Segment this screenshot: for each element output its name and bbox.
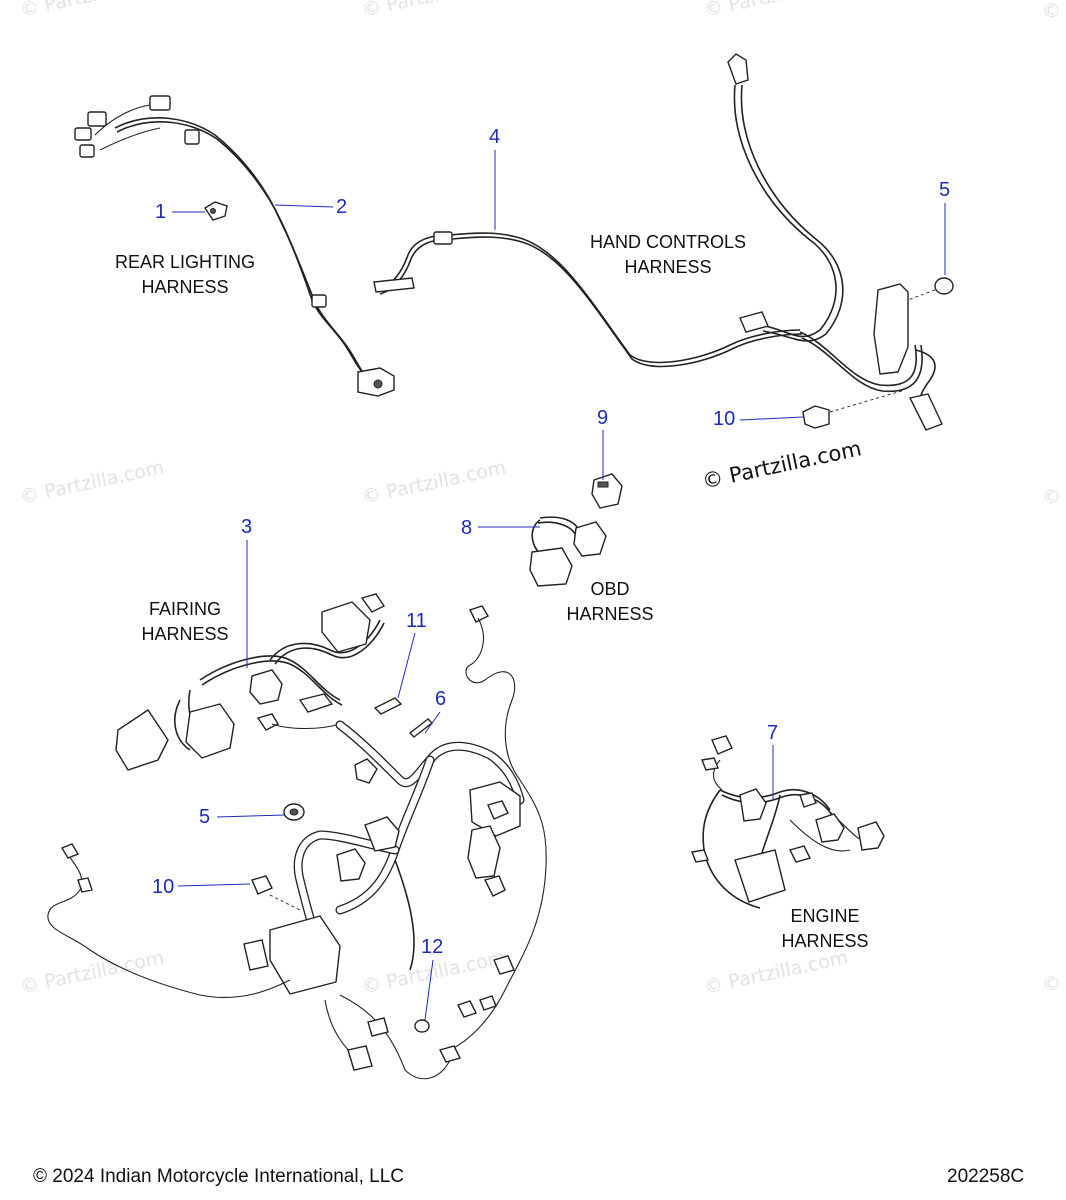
label-line: ENGINE: [790, 906, 860, 926]
label-line: HARNESS: [781, 931, 869, 951]
label-line: HARNESS: [624, 257, 712, 277]
callout-7[interactable]: 7: [767, 722, 779, 744]
label-line: REAR LIGHTING: [114, 252, 256, 272]
callout-8[interactable]: 8: [461, 517, 473, 539]
label-line: HARNESS: [566, 604, 654, 624]
label-engine-harness: ENGINE HARNESS: [770, 904, 880, 954]
label-hand-controls-harness: HAND CONTROLS HARNESS: [578, 230, 758, 280]
watermark-symbol: ©: [1042, 0, 1061, 22]
callout-12[interactable]: 12: [421, 936, 444, 958]
callout-1[interactable]: 1: [155, 201, 167, 223]
label-line: HAND CONTROLS: [589, 232, 746, 252]
label-obd-harness: OBD HARNESS: [550, 577, 670, 627]
callout-5-hand-controls[interactable]: 5: [939, 179, 951, 201]
callout-11[interactable]: 11: [406, 610, 427, 632]
footer-copyright: © 2024 Indian Motorcycle International, …: [33, 1166, 404, 1187]
watermark-symbol: ©: [1042, 973, 1061, 995]
rear-lighting-harness-drawing[interactable]: [74, 95, 395, 397]
label-line: HARNESS: [141, 277, 229, 297]
fairing-harness-drawing[interactable]: [47, 593, 547, 1080]
watermark-symbol: ©: [1042, 486, 1061, 508]
callout-3[interactable]: 3: [241, 516, 253, 538]
callout-10-fairing[interactable]: 10: [152, 876, 175, 898]
callout-9[interactable]: 9: [597, 407, 609, 429]
hand-controls-harness-drawing[interactable]: [373, 53, 954, 431]
engine-harness-drawing[interactable]: [691, 735, 885, 909]
callout-6[interactable]: 6: [435, 688, 447, 710]
label-line: HARNESS: [141, 624, 229, 644]
callout-leader-lines: [172, 150, 946, 1021]
callout-2[interactable]: 2: [336, 196, 348, 218]
label-line: FAIRING: [148, 599, 221, 619]
label-rear-lighting-harness: REAR LIGHTING HARNESS: [105, 250, 265, 300]
label-fairing-harness: FAIRING HARNESS: [130, 597, 240, 647]
callout-4[interactable]: 4: [489, 126, 501, 148]
callout-5-fairing[interactable]: 5: [199, 806, 211, 828]
callout-10-hand-controls[interactable]: 10: [713, 408, 736, 430]
obd-harness-drawing[interactable]: [529, 473, 623, 587]
label-line: OBD: [590, 579, 630, 599]
footer-diagram-code: 202258C: [947, 1166, 1025, 1187]
